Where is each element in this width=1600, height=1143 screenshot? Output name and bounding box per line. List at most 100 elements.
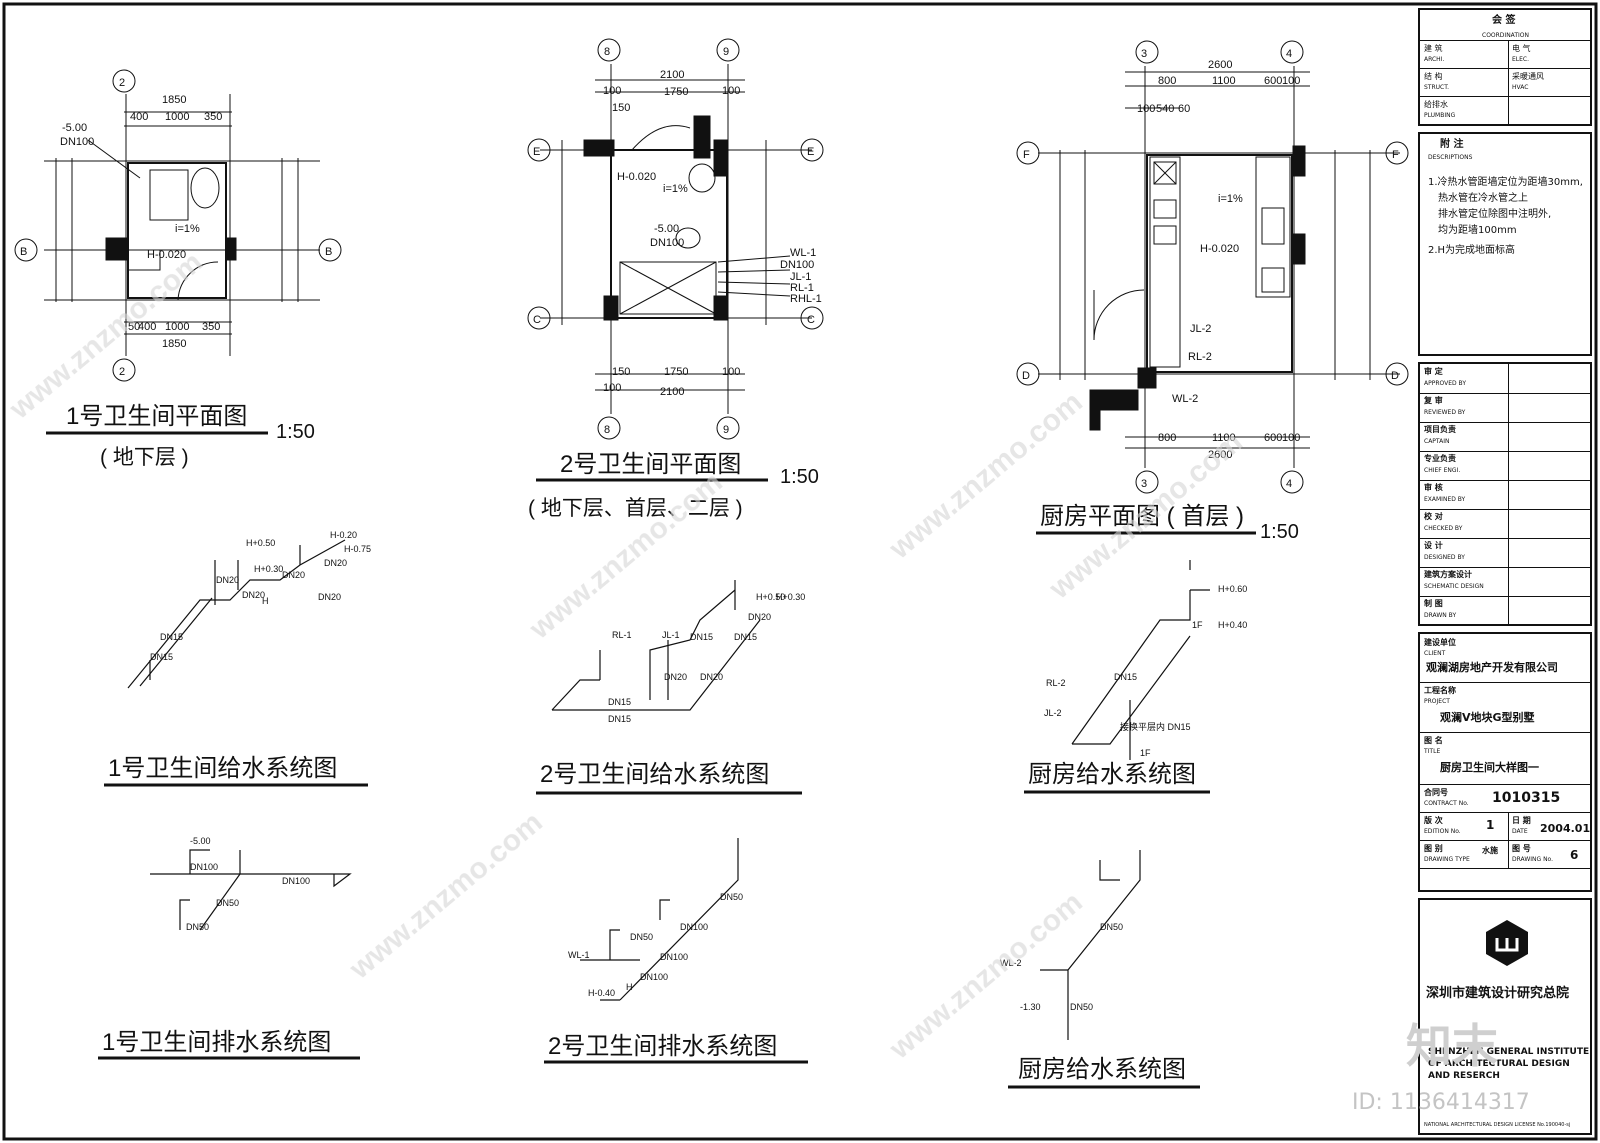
institute-name-cn: 深圳市建筑设计研究总院 [1426,986,1570,1001]
dim-label: 1750 [664,86,688,98]
drawing-no-value: 6 [1570,848,1579,862]
kitchen-plan [1016,40,1409,494]
notes-title: 附 注 [1440,139,1464,150]
svg-text:H: H [626,982,633,992]
note: WL-1 [790,247,816,259]
axis-label: D [1022,370,1030,382]
kitchen-plan-text: 3 4 3 4 F F D D 2600 800 1100 600 100 10… [1022,48,1399,490]
svg-text:DN15: DN15 [608,697,631,707]
institute-name-en: SHENZHEN GENERAL INSTITUTE [1428,1047,1590,1057]
title-value: 厨房卫生间大样图一 [1440,761,1539,774]
svg-text:WL-1: WL-1 [568,950,590,960]
svg-text:DN15: DN15 [608,714,631,724]
svg-text:DN20: DN20 [242,590,265,600]
dim-label: 400 [130,111,148,123]
dim-label: 800 [1158,75,1176,87]
dim-label: 540 [1156,103,1174,115]
axis-label: 9 [723,46,729,58]
note: i=1% [1218,193,1243,205]
kitchen-plan-title: 厨房平面图 ( 首层 ) [1040,503,1244,530]
svg-text:WL-2: WL-2 [1000,958,1022,968]
note: RHL-1 [790,293,822,305]
client-label: 建设单位 [1424,638,1456,647]
approval-label-en: APPROVED BY [1424,380,1467,387]
cosign-title: 会 签 [1492,15,1516,26]
approval-label: 制 图 [1424,599,1443,608]
contract-label-en: CONTRACT No. [1424,800,1469,807]
note-line: 2.H为完成地面标高 [1428,245,1516,256]
approval-label-en: CAPTAIN [1424,438,1450,445]
approval-label-en: DESIGNED BY [1424,554,1465,561]
note: DN100 [650,237,684,249]
note: RL-2 [1188,351,1212,363]
svg-text:1F: 1F [1192,620,1203,630]
dim-label: 100 [1137,103,1155,115]
edition-label: 版 次 [1424,816,1443,825]
svg-text:DN50: DN50 [1100,922,1123,932]
note: DN100 [60,136,94,148]
svg-text:H-0.40: H-0.40 [588,988,615,998]
cosign-item-en: ARCHI. [1424,56,1445,63]
approval-label: 审 定 [1424,367,1443,376]
note: -5.00 [654,223,679,235]
svg-text:DN15: DN15 [160,632,183,642]
svg-text:-5.00: -5.00 [190,836,211,846]
dim-label: 1850 [162,338,186,350]
cosign-item: 电 气 [1512,44,1531,53]
bath1-drain-title: 1号卫生间排水系统图 [102,1029,331,1056]
axis-label: F [1023,149,1030,161]
approval-label: 建筑方案设计 [1424,570,1472,579]
axis-label: B [20,246,27,258]
drawing-no-label-en: DRAWING No. [1512,856,1554,863]
svg-text:DN15: DN15 [734,632,757,642]
dim-label: 1750 [664,366,688,378]
dim-label: 800 [1158,432,1176,444]
axis-label: E [807,146,814,158]
note-line: 1.冷热水管距墙定位为距墙30mm, [1428,177,1583,188]
cosign-item: 采暖通风 [1512,72,1544,81]
dim-label: 2100 [660,386,684,398]
axis-label: E [533,146,540,158]
svg-text:H-0.75: H-0.75 [344,544,371,554]
svg-text:H+0.30: H+0.30 [776,592,805,602]
svg-text:H+0.60: H+0.60 [1218,584,1247,594]
approval-label: 复 审 [1424,396,1443,405]
dim-label: 100 [1282,432,1300,444]
dim-label: 100 [603,85,621,97]
note: RL-1 [790,282,814,294]
cosign-item-en: STRUCT. [1424,84,1450,91]
axis-label: 3 [1141,478,1147,490]
bath2-plan-title: 2号卫生间平面图 [560,451,741,478]
svg-text:H+0.40: H+0.40 [1218,620,1247,630]
svg-text:DN20: DN20 [282,570,305,580]
svg-text:DN50: DN50 [720,892,743,902]
cosign-item-en: PLUMBING [1424,112,1456,119]
bath1-plan-text: 2 2 B B 1850 400 1000 350 50 400 1000 35… [20,77,332,378]
approval-label: 审 核 [1424,483,1443,492]
axis-label: D [1391,370,1399,382]
svg-text:接换平层内 DN15: 接换平层内 DN15 [1120,721,1191,732]
axis-label: C [807,314,815,326]
approval-label: 专业负责 [1424,454,1456,463]
bath2-supply-diagram [551,580,761,711]
kitchen-plan-scale: 1:50 [1260,521,1299,543]
svg-text:RL-2: RL-2 [1046,678,1066,688]
note: H-0.020 [147,249,186,261]
drawing-type-value: 水施 [1482,846,1498,855]
dim-label: 50 [128,321,140,333]
dim-label: 2600 [1208,59,1232,71]
svg-text:JL-2: JL-2 [1044,708,1062,718]
dim-label: 1850 [162,94,186,106]
drawing-type-label: 图 别 [1424,844,1443,853]
svg-text:DN50: DN50 [630,932,653,942]
approval-label-en: EXAMINED BY [1424,496,1466,503]
drawing-type-label-en: DRAWING TYPE [1424,856,1470,863]
date-value: 2004.01 [1540,822,1591,835]
approval-label-en: SCHEMATIC DESIGN [1424,583,1484,590]
svg-text:DN15: DN15 [690,632,713,642]
svg-text:DN15: DN15 [1114,672,1137,682]
client-label-en: CLIENT [1424,650,1446,657]
